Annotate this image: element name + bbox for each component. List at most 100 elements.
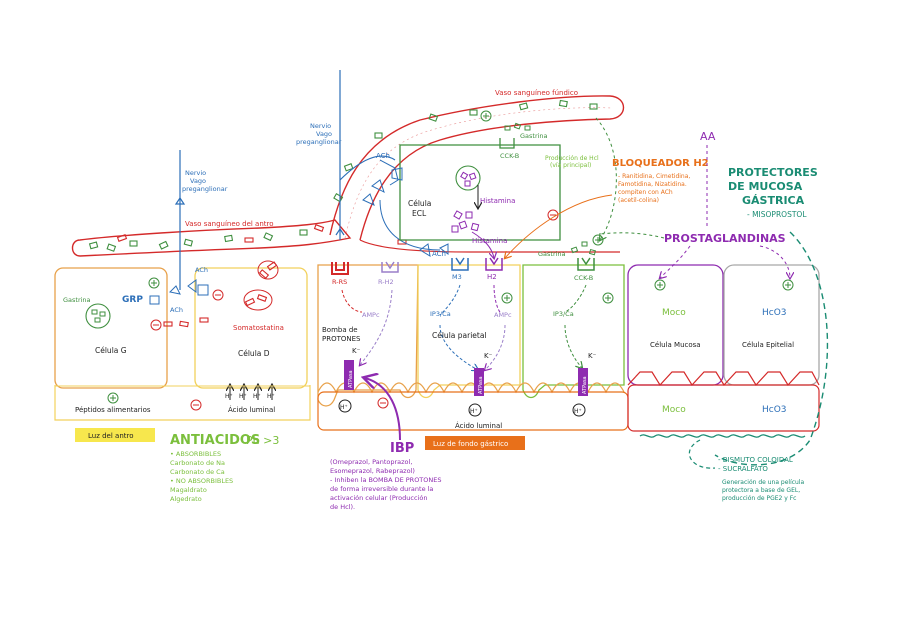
antacid-line: Magaldrato: [170, 486, 207, 494]
h2-blocker-arrow: [505, 194, 613, 258]
rrs-pathway: [341, 289, 363, 313]
minus-signs-red: [150, 209, 559, 411]
pg-to-epithelial: [759, 245, 790, 278]
vagus-left-label-3: preganglionar: [182, 185, 228, 193]
rh2-receptor: [381, 261, 399, 273]
antral-vessel: [71, 219, 352, 257]
hplus-antrum-2: H⁺: [239, 393, 247, 400]
bismuto-line: - SUCRALFATO: [718, 465, 768, 473]
cckb-receptor-parietal: [577, 257, 595, 271]
h2-blocker-line: (acetil-colina): [618, 197, 659, 204]
bismuto-line: - BISMUTO COLOIDAL: [718, 456, 793, 464]
hplus-fundic-3: H⁺: [574, 408, 582, 415]
parietal-ip3-path: [439, 324, 478, 370]
ach-label-d: ACh: [195, 266, 208, 274]
cckb-receptor-ecl: [499, 138, 515, 149]
h2-receptor: [485, 257, 503, 271]
mucus-label-2: Moco: [662, 405, 686, 415]
g-cell: [54, 267, 168, 389]
somatostatin-particles: [163, 261, 278, 328]
vagus-left-label-1: Nervio: [185, 169, 206, 177]
fundic-epithelium-left: [317, 264, 419, 407]
ibp-line: de Hcl).: [330, 503, 355, 511]
mucus-teal-wave: [639, 434, 806, 438]
ibp-line: (Omeprazol, Pantoprazol,: [330, 458, 412, 466]
m3-label: M3: [452, 273, 462, 281]
rrs-label: R-RS: [332, 278, 347, 286]
fundic-gastrin-label: Gastrina: [538, 250, 566, 258]
histamine-to-h2: [471, 231, 494, 258]
histamine-label-ecl: Histamina: [480, 197, 515, 205]
h2-blocker-line: compiten con ACh: [618, 189, 673, 196]
vagus-left-label-2: Vago: [190, 177, 206, 185]
proton-pump-label-2: PROTONES: [322, 335, 361, 343]
g-vesicle-contents: [91, 309, 106, 323]
fundic-vessel-label: Vaso sanguíneo fúndico: [495, 89, 578, 97]
mucous-cell: [627, 264, 724, 386]
hplus-antrum-4: H⁺: [267, 393, 275, 400]
g-cell-vesicle: [85, 303, 111, 329]
ach-ecl-branch: [362, 159, 449, 257]
bismuto-list: - BISMUTO COLOIDAL- SUCRALFATO: [718, 456, 793, 473]
g-cell-label: Célula G: [95, 346, 127, 355]
vagus-nerve-right: [335, 70, 396, 240]
mucus-label-1: Moco: [662, 308, 686, 318]
k-label-1: K⁻: [352, 347, 361, 355]
protectors-title-1: PROTECTORES: [728, 166, 818, 179]
ecl-receptors: [391, 167, 403, 181]
gastrin-particles: [88, 99, 598, 252]
rrs-receptor: [331, 262, 349, 275]
mucus-layer: [627, 384, 820, 432]
m3-pathway: [439, 284, 461, 316]
vagus-right-label-2: Vago: [316, 130, 332, 138]
fundic-lumen-wave: [317, 382, 625, 394]
somatostatin-label: Somatostatina: [233, 324, 284, 332]
ibp-list: (Omeprazol, Pantoprazol,Esomeprazol, Rab…: [330, 458, 442, 511]
ecl-gastrin-squares: [504, 122, 531, 131]
pg-to-mucous: [660, 245, 691, 278]
bismuto-desc-line: protectora a base de GEL,: [722, 487, 800, 494]
peptides-label: Péptidos alimentarios: [75, 406, 151, 414]
ibp-line: - Inhiben la BOMBA DE PROTONES: [330, 476, 442, 484]
pg-to-ecl: [599, 232, 665, 239]
hplus-circles: [338, 399, 586, 417]
hplus-fundic-2: H⁺: [470, 408, 478, 415]
vagus-right-label-3: preganglionar: [296, 138, 342, 146]
rh2-pathway: [360, 289, 393, 365]
h2-blocker-line: Famotidina, Nizatidina.: [618, 181, 687, 188]
ach-label-parietal: ACh: [432, 250, 446, 258]
misoprostol-label: - MISOPROSTOL: [747, 210, 807, 219]
luminal-acid-arrows: [230, 385, 272, 400]
plus-signs-green: [107, 110, 794, 404]
histamine-label-out: Histamina: [472, 237, 507, 245]
ph-label: Ph >3: [246, 434, 279, 447]
grp-label: GRP: [122, 295, 143, 305]
antacid-line: Algedrato: [170, 495, 202, 503]
h2-blocker-list: - Ranitidina, Cimetidina,Famotidina, Niz…: [618, 173, 690, 204]
antrum-lumen-text: Luz del antro: [88, 432, 134, 440]
cckb-pathway: [564, 284, 587, 313]
antacids-title: ANTIACIDOS: [170, 433, 260, 448]
antacid-line: Carbonato de Na: [170, 459, 225, 467]
ach-label-ecl: ACh: [376, 152, 390, 160]
histamine-particles: [451, 171, 480, 233]
ampc-label-parietal: AMPc: [494, 311, 512, 319]
d-cell: [194, 267, 308, 389]
d-cell-label: Célula D: [238, 349, 270, 358]
vagus-right-label-1: Nervio: [310, 122, 331, 130]
atpase-label-1: ATPasa: [348, 370, 354, 388]
cckb-label-parietal: CCK-B: [574, 274, 593, 282]
protectors-title-3: GÁSTRICA: [742, 194, 805, 207]
ip3-label-parietal: IP3/Ca: [430, 310, 451, 318]
antacid-line: • NO ABSORBIBLES: [170, 477, 233, 485]
misoprostol-dashed: [714, 231, 829, 466]
parietal-cell-label: Célula parietal: [432, 331, 487, 340]
h2-pathway: [493, 284, 501, 313]
vagus-nerve-left: [174, 150, 186, 290]
h2-blocker-title: BLOQUEADOR H2: [612, 158, 709, 169]
ecl-cell-label-1: Célula: [408, 199, 431, 208]
antrum-lumen-badge: [75, 428, 155, 442]
rh2-label: R-H2: [378, 278, 394, 286]
